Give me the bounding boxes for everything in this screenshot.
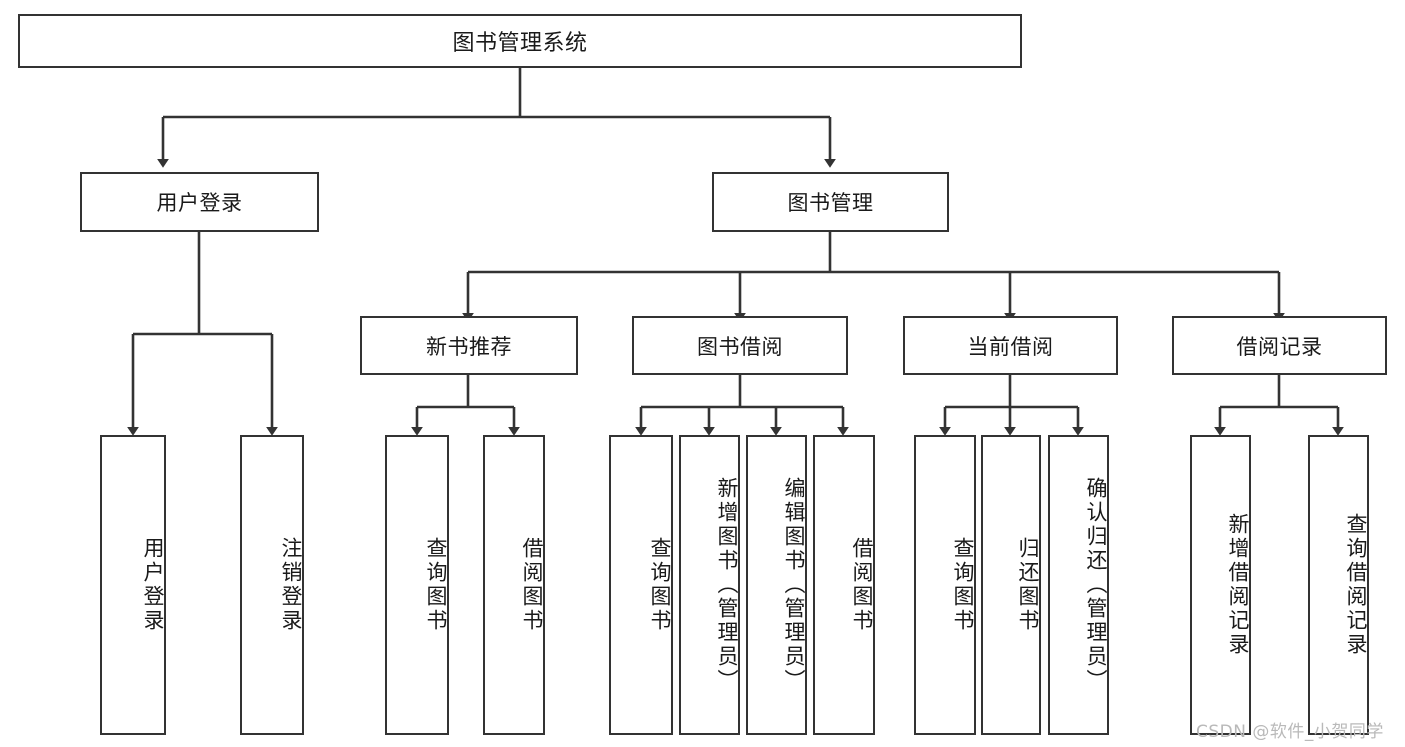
node-label: 确认归还（管理员） xyxy=(1084,477,1108,693)
node-label: 图书管理系统 xyxy=(452,31,588,56)
node-leaf-confirm-return[interactable]: 确认归还（管理员） xyxy=(1048,435,1109,735)
node-leaf-add-record[interactable]: 新增借阅记录 xyxy=(1190,435,1251,735)
node-borrow-record[interactable]: 借阅记录 xyxy=(1172,316,1387,375)
watermark-label: CSDN @软件_小贺同学 xyxy=(1196,722,1384,742)
node-label: 查询借阅记录 xyxy=(1344,513,1368,657)
node-leaf-borrow-book-1[interactable]: 借阅图书 xyxy=(483,435,545,735)
node-label: 用户登录 xyxy=(141,537,165,633)
node-leaf-edit-book[interactable]: 编辑图书（管理员） xyxy=(746,435,807,735)
node-book-management[interactable]: 图书管理 xyxy=(712,172,949,232)
node-book-borrow[interactable]: 图书借阅 xyxy=(632,316,848,375)
node-label: 借阅记录 xyxy=(1236,334,1323,359)
node-label: 当前借阅 xyxy=(967,334,1054,359)
node-leaf-query-record[interactable]: 查询借阅记录 xyxy=(1308,435,1369,735)
node-current-borrow[interactable]: 当前借阅 xyxy=(903,316,1118,375)
node-leaf-add-book[interactable]: 新增图书（管理员） xyxy=(679,435,740,735)
node-label: 注销登录 xyxy=(279,537,303,633)
node-leaf-borrow-book-2[interactable]: 借阅图书 xyxy=(813,435,875,735)
node-leaf-return-book[interactable]: 归还图书 xyxy=(981,435,1041,735)
node-label: 借阅图书 xyxy=(520,537,544,633)
node-label: 归还图书 xyxy=(1016,537,1040,633)
node-leaf-query-book-2[interactable]: 查询图书 xyxy=(609,435,673,735)
node-label: 新增图书（管理员） xyxy=(715,477,739,693)
node-label: 查询图书 xyxy=(951,537,975,633)
node-label: 新增借阅记录 xyxy=(1226,513,1250,657)
node-user-login[interactable]: 用户登录 xyxy=(80,172,319,232)
node-leaf-query-book-3[interactable]: 查询图书 xyxy=(914,435,976,735)
node-leaf-user-logout[interactable]: 注销登录 xyxy=(240,435,304,735)
node-new-book-recommend[interactable]: 新书推荐 xyxy=(360,316,578,375)
node-label: 用户登录 xyxy=(156,191,243,215)
node-label: 借阅图书 xyxy=(850,537,874,633)
node-label: 编辑图书（管理员） xyxy=(782,477,806,693)
node-root-book-management-system[interactable]: 图书管理系统 xyxy=(18,14,1022,68)
node-label: 查询图书 xyxy=(648,537,672,633)
node-leaf-user-login[interactable]: 用户登录 xyxy=(100,435,166,735)
node-label: 图书管理 xyxy=(787,191,874,215)
node-label: 查询图书 xyxy=(424,537,448,633)
node-label: 新书推荐 xyxy=(426,334,512,359)
node-label: 图书借阅 xyxy=(697,334,783,359)
node-leaf-query-book-1[interactable]: 查询图书 xyxy=(385,435,449,735)
